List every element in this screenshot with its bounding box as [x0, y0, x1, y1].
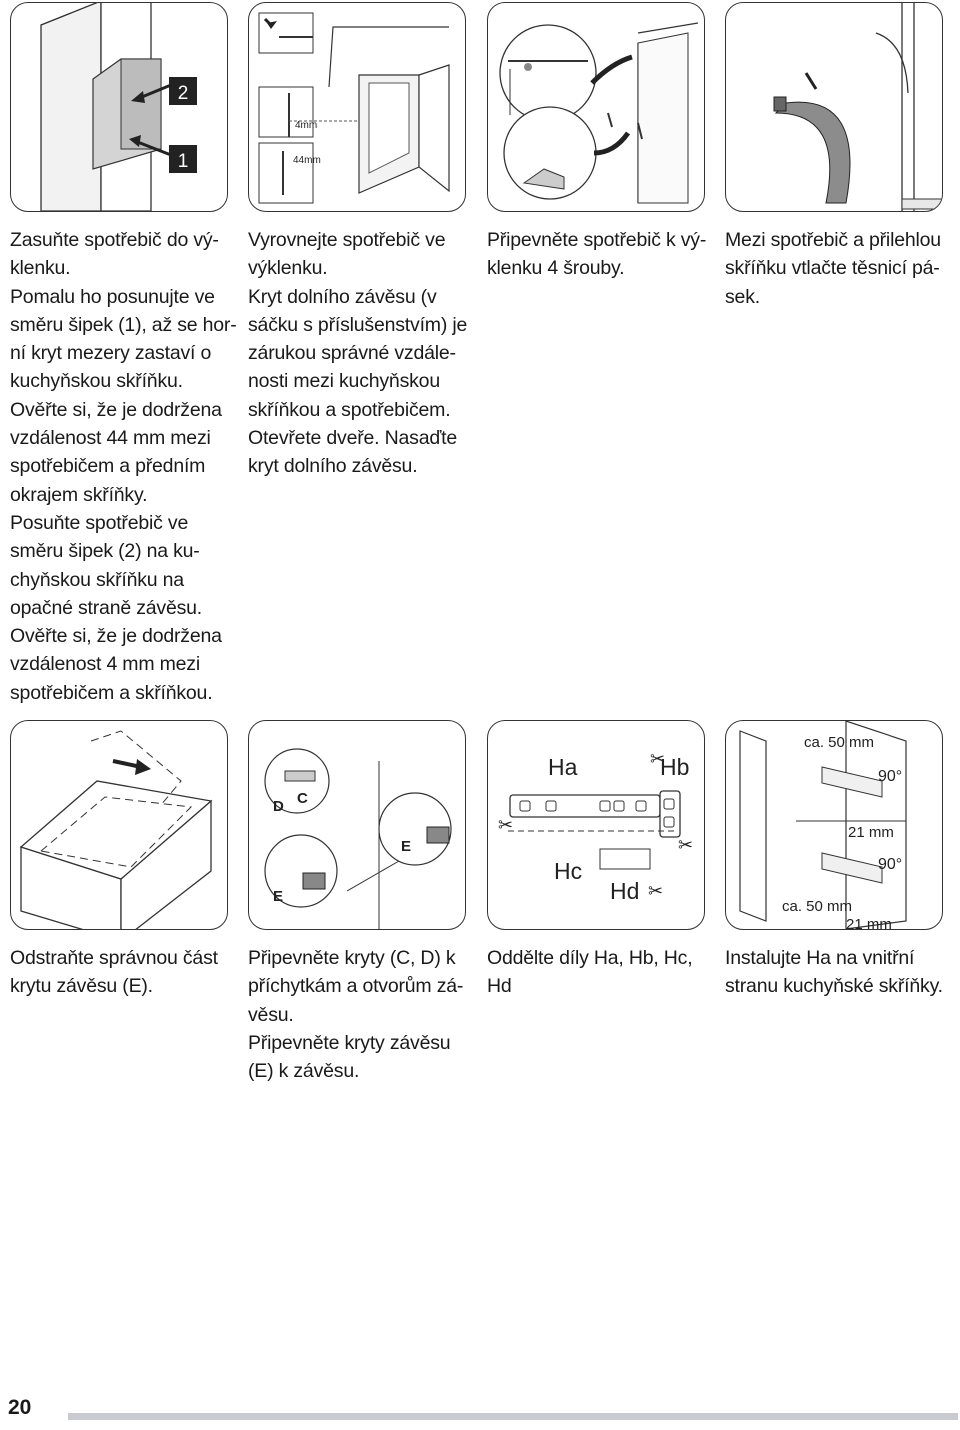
scissors-icon: ✂ [648, 881, 663, 901]
hinge-covers-illustration: D C E E [264, 748, 452, 929]
scissors-icon: ✂ [498, 815, 513, 835]
scissors-icon: ✂ [650, 749, 665, 769]
step-6-label-e1: E [273, 888, 283, 905]
step-1-label-1: 1 [178, 151, 189, 172]
step-2-caption: Vyrovnejte spotřebič ve výklenku. Kryt d… [248, 229, 468, 478]
step-2-label-44mm: 44mm [293, 155, 321, 166]
step-3-diagram [487, 2, 705, 212]
step-6-label-e2: E [401, 838, 411, 855]
step-8-label-21mm-top: 21 mm [848, 824, 894, 841]
step-7-label-ha: Ha [548, 754, 578, 780]
install-ha-illustration: ca. 50 mm 90° 21 mm 90° ca. 50 mm 21 mm [739, 721, 907, 929]
footer-bar [68, 1413, 958, 1420]
step-2-label-4mm: 4mm [295, 120, 317, 131]
step-4-caption: Mezi spotřebič a přilehlou skříňku vtlač… [725, 229, 941, 308]
step-8-label-90-bottom: 90° [878, 856, 902, 873]
step-1-label-2: 2 [178, 83, 189, 104]
step-8-caption: Instalujte Ha na vnitřní stranu kuchyňsk… [725, 947, 943, 998]
step-1-caption: Zasuňte spotřebič do vý- klenku. Pomalu … [10, 229, 237, 704]
step-8-label-ca50-top: ca. 50 mm [804, 734, 874, 751]
step-6-diagram: D C E E [248, 720, 466, 930]
step-5-diagram [10, 720, 228, 930]
appliance-slide-illustration: 2 1 [40, 3, 211, 211]
parts-separation-illustration: Ha Hb Hc Hd ✂ ✂ ✂ ✂ [498, 749, 693, 904]
step-8-label-90-top: 90° [878, 768, 902, 785]
step-7-caption: Oddělte díly Ha, Hb, Hc, Hd [487, 947, 693, 998]
step-6-caption: Připevněte kryty (C, D) k příchytkám a o… [248, 947, 464, 1083]
hinge-cover-cut-illustration [19, 730, 213, 929]
page-number: 20 [8, 1396, 32, 1419]
step-7-label-hb: Hb [660, 754, 689, 780]
step-1-diagram: 2 1 [10, 2, 228, 212]
step-8-diagram: ca. 50 mm 90° 21 mm 90° ca. 50 mm 21 mm [725, 720, 943, 930]
step-6-label-d: D [273, 798, 284, 815]
scissors-icon: ✂ [678, 835, 693, 855]
step-7-diagram: Ha Hb Hc Hd ✂ ✂ ✂ ✂ [487, 720, 705, 930]
step-3-caption: Připevněte spotřebič k vý- klenku 4 šrou… [487, 229, 707, 280]
step-7-label-hc: Hc [554, 858, 582, 884]
appliance-align-illustration: 4mm 44mm [258, 12, 450, 204]
step-6-label-c: C [297, 790, 308, 807]
step-7-label-hd: Hd [610, 878, 639, 904]
step-4-diagram [725, 2, 943, 212]
step-8-label-ca50-bottom: ca. 50 mm [782, 898, 852, 915]
screw-fixing-illustration [499, 22, 699, 204]
step-8-label-21mm-bottom: 21 mm [846, 916, 892, 929]
seal-strip-illustration [773, 3, 942, 211]
step-2-diagram: 4mm 44mm [248, 2, 466, 212]
step-5-caption: Odstraňte správnou část krytu závěsu (E)… [10, 947, 218, 998]
